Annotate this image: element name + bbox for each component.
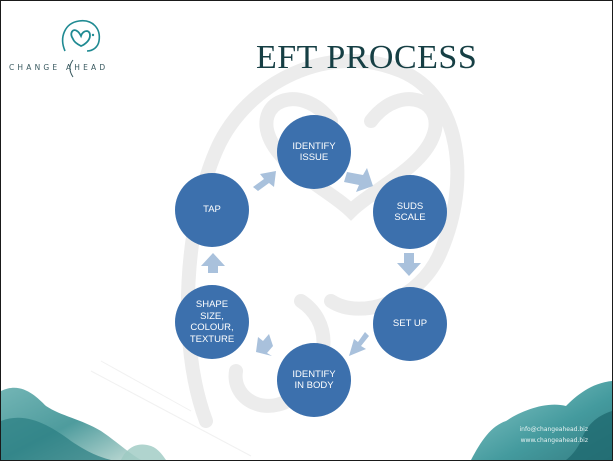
arrow-body-to-shape: [256, 334, 273, 356]
arrow-setup-to-body: [349, 332, 369, 356]
step-set-up: SET UP: [373, 287, 447, 361]
arrow-identify-to-suds: [344, 168, 373, 192]
step-shape-size-colour-texture: SHAPE SIZE, COLOUR, TEXTURE: [175, 285, 249, 359]
arrow-suds-to-setup: [397, 253, 421, 276]
slide-title: EFT PROCESS: [256, 39, 478, 76]
step-identify-in-body: IDENTIFY IN BODY: [277, 343, 351, 417]
logo-text: CHANGE AHEAD: [9, 63, 109, 72]
logo: CHANGE AHEAD: [7, 11, 157, 81]
step-tap: TAP: [175, 173, 249, 247]
contact-email: info@changeahead.biz: [519, 426, 588, 433]
arrow-shape-to-tap: [201, 253, 225, 273]
step-identify-issue: IDENTIFY ISSUE: [277, 115, 351, 189]
head-heart-logo-icon: [61, 19, 101, 78]
arrow-tap-to-identify: [253, 171, 276, 191]
step-suds-scale: SUDS SCALE: [373, 175, 447, 249]
contact-info: info@changeahead.biz www.changeahead.biz: [519, 424, 588, 446]
contact-website: www.changeahead.biz: [520, 437, 588, 444]
